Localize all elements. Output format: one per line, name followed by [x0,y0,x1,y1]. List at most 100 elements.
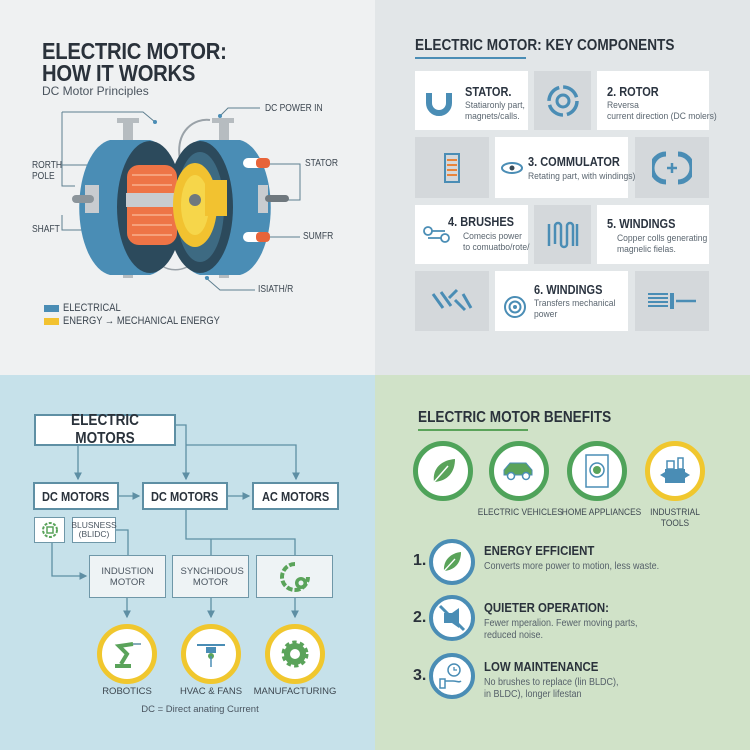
app-label-manufacturing: MANUFACTURING [253,686,337,697]
benefits-title: ELECTRIC MOTOR BENEFITS [418,409,612,426]
label-stator: STATOR [305,158,339,169]
component-desc: power [534,309,558,320]
mute-icon [438,604,466,632]
benefit-desc: Converts more power to motion, less wast… [484,561,660,572]
machine-icon [660,457,690,483]
node-ac-motors: AC MOTORS [252,482,339,510]
label-sumfr: SUMFR [303,231,334,242]
use-label-vehicles: ELECTRIC VEHICLES [477,507,563,518]
component-card-rotor: 2. ROTOR Reversa current direction (DC m… [597,71,717,130]
coil-core-icon [444,152,460,183]
shaft-icon [648,293,696,309]
tile-shaft [635,271,709,331]
node-induction-motor: INDUSTION MOTOR [89,555,166,598]
label-shaft: SHAFT [32,224,60,235]
label-north-pole-2: POLE [32,171,55,182]
component-card-windings: 5. WINDINGS Copper colls generating magn… [597,205,709,264]
legend-label-electrical: ELECTRICAL [63,302,121,314]
gear-icon [281,640,309,668]
component-desc: current direction (DC molers) [607,111,717,122]
leaf-icon [443,552,461,572]
component-card-stator: STATOR. Statiaronly part, magnets/calls. [415,71,528,130]
benefit-desc: Fewer mperalion. Fewer moving parts, [484,618,638,629]
use-circle-appliances [567,441,627,501]
benefits-panel: ELECTRIC MOTOR BENEFITS ELECTRIC VEHICLE… [375,375,750,750]
node-synchronous-motor: SYNCHIDOUS MOTOR [172,555,249,598]
use-circle-vehicles [489,441,549,501]
app-robotics-circle [97,624,157,684]
component-desc: to comuatbo/rote/ [463,242,530,253]
footnote: DC = Direct anating Current [141,704,259,715]
benefit-title: QUIETER OPERATION: [484,600,610,615]
use-circle-industrial [645,441,705,501]
node-dc-motors-2: DC MOTORS [142,482,228,510]
target-icon [504,296,526,318]
legend-swatch-mechanical [44,318,59,325]
component-card-brushes: 4. BRUSHES Comecis power to comuatbo/rot… [415,205,530,264]
component-desc: Copper colls generating [617,233,708,244]
panel-title-line2: HOW IT WORKS [42,60,196,86]
component-desc: Transfers mechanical [534,298,616,309]
component-desc: Statiaronly part, [465,100,525,111]
component-title: 3. COMMULATOR [528,155,620,169]
component-title: STATOR. [465,85,512,99]
benefit-number: 1. [413,552,427,569]
washing-machine-icon [585,454,609,488]
node-gear-cycle [256,555,333,598]
car-icon [503,462,533,481]
app-label-hvac: HVAC & FANS [179,686,243,697]
eye-icon [501,162,523,174]
app-manufacturing-circle [265,624,325,684]
benefit-desc: No brushes to replace (lin BLDC), [484,677,619,688]
drone-fan-icon [197,644,225,667]
label-north-pole-1: RORTH [32,160,63,171]
title-underline [418,429,528,431]
use-label-appliances: HOME APPLIANCES [561,507,642,518]
benefit-desc: reduced noise. [484,630,544,641]
app-label-robotics: ROBOTICS [102,686,152,697]
panel-subtitle: DC Motor Principles [42,84,149,98]
component-title: 2. ROTOR [607,85,659,99]
benefit-icon-circle [429,653,475,699]
component-card-windings-6: 6. WINDINGS Transfers mechanical power [495,271,628,331]
component-desc: Comecis power [463,231,522,242]
component-title: 6. WINDINGS [534,283,603,297]
node-dc-motors-1: DC MOTORS [33,482,119,510]
spring-icon [431,288,473,312]
plus-bracket-icon [652,151,692,184]
node-electric-motors: ELECTRIC MOTORS [34,412,176,447]
node-bldc: BLUSNESS (BLIDC) [71,517,117,543]
component-title: 5. WINDINGS [607,217,676,231]
motor-types-panel: ELECTRIC MOTORS DC MOTORS DC MOTORS AC M… [0,375,375,750]
component-desc: Reversa [607,100,639,111]
benefit-icon-circle [429,595,475,641]
label-dc-power-in: DC POWER IN [265,103,323,114]
winding-icon [547,221,578,248]
benefit-icon-circle [429,539,475,585]
use-label-industrial: INDUSTRIAL TOOLS [650,507,700,529]
node-bldc-icon-box [34,517,65,543]
component-desc: Retating part, with windings) [528,171,636,182]
rotate-icon [546,84,579,117]
benefit-title: LOW MAINTENANCE [484,659,599,674]
component-desc: magnelic fielas. [617,244,676,255]
tile-spring [415,271,489,331]
dc-motor-diagram [61,107,301,291]
tile-plus-bracket [635,137,709,198]
gear-cycle-icon [279,561,310,592]
robot-arm-icon [114,642,141,668]
app-hvac-circle [181,624,241,684]
title-underline [415,57,526,59]
benefit-number: 3. [413,667,427,684]
components-title: ELECTRIC MOTOR: KEY COMPONENTS [415,37,675,54]
component-desc: magnets/calls. [465,111,520,122]
magnet-icon [426,93,452,116]
tile-rotate [534,71,591,130]
panel-title-line1: ELECTRIC MOTOR: [42,38,227,64]
use-circle-leaf [413,441,473,501]
key-components-panel: ELECTRIC MOTOR: KEY COMPONENTS STATOR. S… [375,0,750,375]
benefit-title: ENERGY EFFICIENT [484,543,595,558]
connector-lines [51,424,300,619]
motor-coil-icon [41,522,58,538]
tile-coil-core [415,137,489,198]
